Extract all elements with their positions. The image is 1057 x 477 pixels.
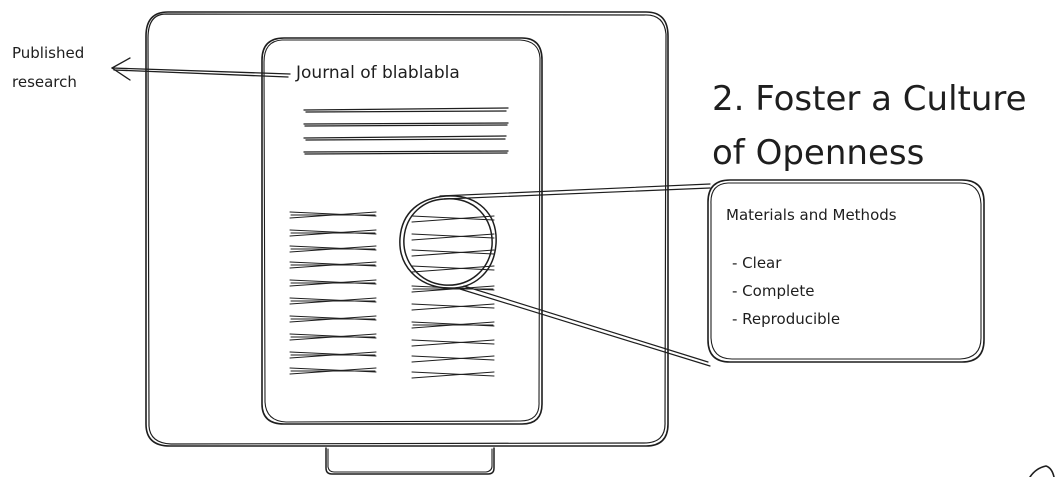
monitor-stand <box>326 448 494 474</box>
published-label-line1: Published <box>12 44 84 62</box>
published-label-line2: research <box>12 73 77 91</box>
callout-title: Materials and Methods <box>726 206 897 224</box>
magnifier-circle <box>400 196 496 288</box>
callout-item-complete: - Complete <box>732 282 814 300</box>
callout-item-reproducible: - Reproducible <box>732 310 840 328</box>
journal-title: Journal of blablabla <box>295 63 460 83</box>
right-column-scribbles <box>412 216 494 378</box>
heading-line2: of Openness <box>712 133 924 173</box>
heading-line1: 2. Foster a Culture <box>712 79 1027 119</box>
abstract-lines <box>304 108 508 154</box>
published-arrow <box>112 58 290 80</box>
partial-stroke <box>1030 466 1054 477</box>
left-column-scribbles <box>290 212 376 374</box>
callout-item-clear: - Clear <box>732 254 782 272</box>
